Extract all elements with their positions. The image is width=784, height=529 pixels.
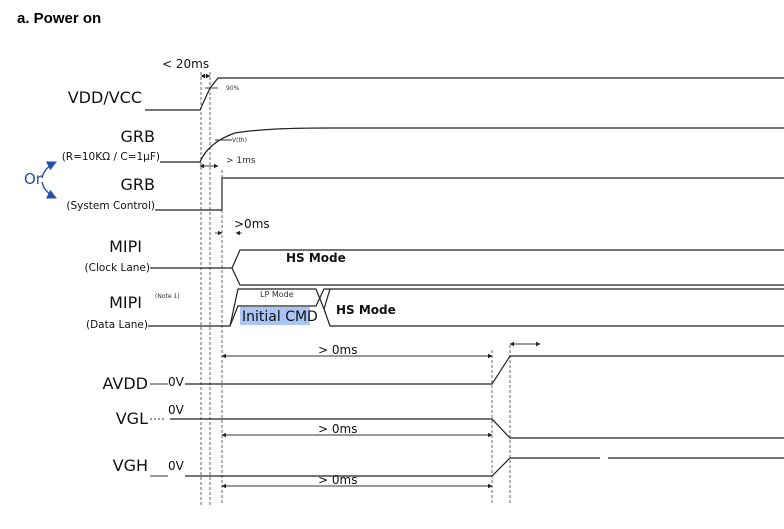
avdd-0v-label: 0V: [168, 375, 185, 389]
mipi-data-sublabel: (Data Lane): [86, 319, 148, 331]
initial-cmd-highlight: [240, 307, 310, 325]
gt0ms-avdd-label: > 0ms: [318, 343, 357, 357]
gt0ms-top-label: >0ms: [234, 217, 270, 231]
gt0ms-vgh-label: > 0ms: [318, 473, 357, 487]
grb-rc-label: GRB: [121, 127, 156, 146]
mipi-clk-label: MIPI: [109, 237, 142, 256]
mipi-clk-waveform-bottom: [231, 267, 784, 286]
initial-cmd-label: Initial CMD: [242, 309, 318, 325]
mipi-data-waveform-middle: [229, 288, 330, 327]
or-label: Or: [24, 170, 43, 188]
lt20ms-label: < 20ms: [162, 57, 209, 71]
mipi-data-note: (Note 1): [155, 293, 180, 300]
or-arrow-up-icon: [41, 161, 57, 179]
or-arrow-down-icon: [41, 181, 57, 199]
clk-hs-mode-label: HS Mode: [286, 251, 346, 265]
vdd-waveform: [145, 77, 784, 111]
section-title: a. Power on: [17, 10, 101, 27]
grb-rc-sublabel: (R=10KΩ / C=1μF): [62, 151, 160, 163]
vgh-waveform: [185, 457, 600, 477]
mipi-data-waveform-top: [323, 288, 784, 310]
vgh-0v-label: 0V: [168, 459, 185, 473]
pct90-label: 90%: [226, 85, 240, 92]
avdd-label: AVDD: [102, 374, 148, 393]
gt1ms-label: > 1ms: [226, 156, 256, 166]
vth-label: V(th): [232, 137, 247, 144]
mipi-data-label: MIPI: [109, 293, 142, 312]
data-hs-mode-label: HS Mode: [336, 303, 396, 317]
vgl-0v-label: 0V: [168, 403, 185, 417]
lp-mode-label: LP Mode: [260, 290, 294, 299]
grb-rc-waveform: [160, 127, 784, 163]
vgh-label: VGH: [113, 456, 148, 475]
grb-sys-sublabel: (System Control): [66, 200, 155, 212]
mipi-clk-waveform-top: [150, 249, 784, 269]
grb-sys-label: GRB: [121, 175, 156, 194]
gt0ms-vgl-label: > 0ms: [318, 422, 357, 436]
vgl-waveform: [170, 418, 784, 439]
vdd-label: VDD/VCC: [68, 88, 142, 107]
grb-sys-waveform: [155, 177, 784, 211]
mipi-clk-sublabel: (Clock Lane): [85, 262, 150, 274]
avdd-waveform: [185, 355, 784, 385]
vgl-label: VGL: [116, 409, 148, 428]
